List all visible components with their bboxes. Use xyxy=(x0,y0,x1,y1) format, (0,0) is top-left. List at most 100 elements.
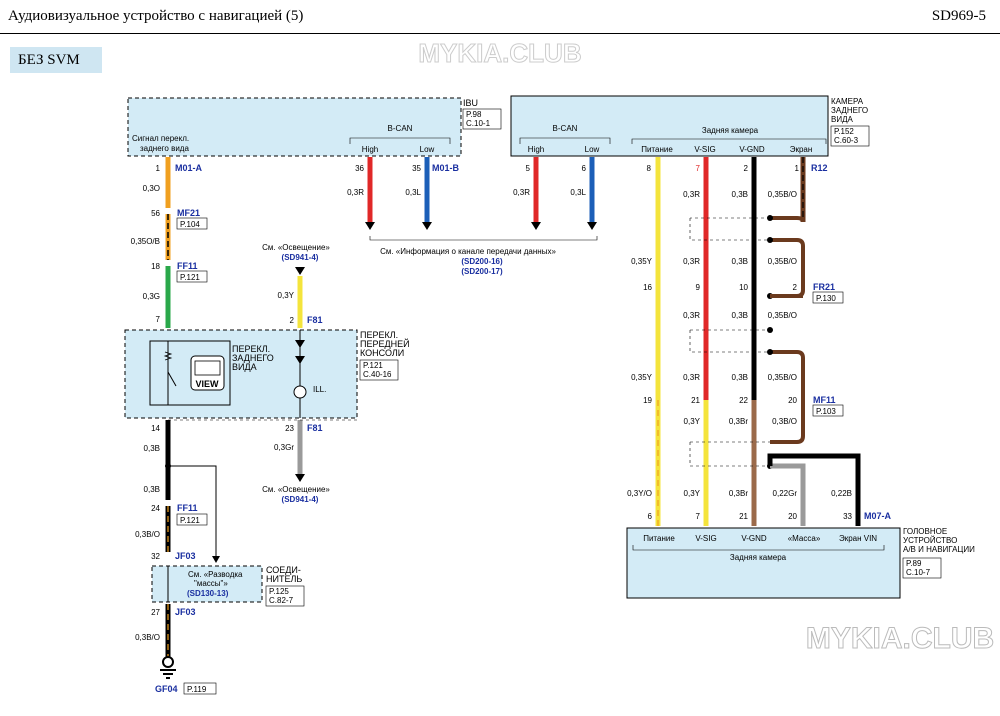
head-unit-ref-page: P.89 xyxy=(906,559,922,568)
joint-see-2: "массы"» xyxy=(194,579,228,588)
mf21-ref: P.104 xyxy=(180,220,200,229)
pin-1: 1 xyxy=(156,164,161,173)
camera-group-bracket xyxy=(631,138,827,144)
lighting-arrow-bottom xyxy=(295,474,305,482)
connector-jf03-b: JF03 xyxy=(175,607,196,617)
screen-loop-2 xyxy=(770,238,805,290)
screen-loop-1 xyxy=(770,216,805,223)
head-pin-21: 21 xyxy=(739,512,748,521)
pin-21: 21 xyxy=(691,396,700,405)
camera-icon xyxy=(194,360,221,376)
camera-ref-conn: C.60-3 xyxy=(834,136,859,145)
wire-0-35bo-1: 0,35B/O xyxy=(768,257,797,266)
ibu-bcan: B-CAN xyxy=(388,124,413,133)
splice-arrow xyxy=(212,556,220,563)
variant-label: БЕЗ SVM xyxy=(10,47,102,73)
connector-f81-a: F81 xyxy=(307,315,323,325)
connector-r12: R12 xyxy=(811,163,828,173)
arrow-blue-ibu xyxy=(422,222,432,230)
connector-mf11: MF11 xyxy=(813,395,836,405)
pin-22: 22 xyxy=(739,396,748,405)
wire-0-3l-ibu: 0,3L xyxy=(405,188,421,197)
camera-group-label: Задняя камера xyxy=(702,126,759,135)
data-link-see: См. «Информация о канале передачи данных… xyxy=(380,247,556,256)
ibu-name: IBU xyxy=(463,98,478,108)
console-ref-page: P.121 xyxy=(363,361,383,370)
ground-name: GF04 xyxy=(155,684,178,694)
wire-0-35bo-3: 0,35B/O xyxy=(768,373,797,382)
pin-2-fr21: 2 xyxy=(793,283,798,292)
connector-f81-b: F81 xyxy=(307,423,323,433)
pin-32: 32 xyxy=(151,552,160,561)
head-group-bracket xyxy=(632,545,885,551)
switch-name-2: ЗАДНЕГО xyxy=(232,353,274,363)
pin-18: 18 xyxy=(151,262,160,271)
camera-pin-vsig: V-SIG xyxy=(694,145,715,154)
console-name: ПЕРЕКЛ. xyxy=(360,330,398,340)
pin-27: 27 xyxy=(151,608,160,617)
joint-see-ref: (SD130-13) xyxy=(187,589,229,598)
connector-jf03-a: JF03 xyxy=(175,551,196,561)
joint-ref-box xyxy=(265,585,305,607)
ibu-low: Low xyxy=(420,145,435,154)
header-divider xyxy=(0,33,1000,34)
shield-dash-1 xyxy=(689,218,770,241)
head-pin-20: 20 xyxy=(788,512,797,521)
head-pin-power: Питание xyxy=(643,534,675,543)
rear-view-switch xyxy=(149,340,231,406)
connector-m01b: M01-B xyxy=(432,163,460,173)
camera-pin-7: 7 xyxy=(696,164,701,173)
wire-0-3b-2: 0,3B xyxy=(144,485,160,494)
head-unit-name-2: УСТРОЙСТВО xyxy=(903,536,957,545)
pin-20: 20 xyxy=(788,396,797,405)
head-unit-name: ГОЛОВНОЕ xyxy=(903,527,947,536)
ff11b-ref-box xyxy=(176,513,208,526)
arrow-blue-camera xyxy=(587,222,597,230)
ibu-ref-box xyxy=(462,108,502,130)
joint-ref-page: P.125 xyxy=(269,587,289,596)
pin-35: 35 xyxy=(412,164,421,173)
wire-0-3o: 0,3O xyxy=(143,184,160,193)
ill-label: ILL. xyxy=(313,385,326,394)
wire-0-3r-4: 0,3R xyxy=(683,311,700,320)
console-ref-conn: C.40-16 xyxy=(363,370,392,379)
shield-dash-4 xyxy=(689,441,770,467)
console-switch-box xyxy=(124,329,358,419)
shield-dash-3 xyxy=(689,329,770,353)
camera-high: High xyxy=(528,145,544,154)
wire-0-3bo-2: 0,3B/O xyxy=(135,633,160,642)
arrow-red-camera xyxy=(531,222,541,230)
ground-ref: P.119 xyxy=(187,685,207,694)
diode-1 xyxy=(295,340,305,348)
pin-9: 9 xyxy=(696,283,701,292)
wire-0-22gr: 0,22Gr xyxy=(773,489,798,498)
connector-fr21: FR21 xyxy=(813,282,835,292)
arrow-red-ibu xyxy=(365,222,375,230)
pin-24: 24 xyxy=(151,504,160,513)
joint-connector-box xyxy=(151,565,263,603)
pin-7: 7 xyxy=(156,315,161,324)
head-pin-screen: Экран VIN xyxy=(839,534,877,543)
data-link-ref-1: (SD200-16) xyxy=(461,257,503,266)
ibu-high: High xyxy=(362,145,378,154)
wire-0-35y-1: 0,35Y xyxy=(631,257,653,266)
mf11-ref: P.103 xyxy=(816,407,836,416)
camera-bcan-bracket xyxy=(519,137,611,144)
connector-ff11-a: FF11 xyxy=(177,261,198,271)
ibu-box xyxy=(127,97,462,157)
console-ref-box xyxy=(359,359,399,381)
pin-2-console: 2 xyxy=(290,316,295,325)
switch-name-3: ВИДА xyxy=(232,362,257,372)
watermark-bottom: MYKIA.CLUB xyxy=(806,622,994,655)
head-unit-box xyxy=(626,527,901,599)
wire-0-3y-3: 0,3Y xyxy=(684,489,701,498)
wire-0-3r-top: 0,3R xyxy=(683,190,700,199)
ibu-signal-label-2: заднего вида xyxy=(140,144,189,153)
head-unit-name-3: А/В И НАВИГАЦИИ xyxy=(903,545,975,554)
view-button xyxy=(190,355,225,391)
joint-see: См. «Разводка xyxy=(188,570,243,579)
wire-0-3b-4: 0,3B xyxy=(732,311,748,320)
pin-14: 14 xyxy=(151,424,160,433)
connector-mf21: MF21 xyxy=(177,208,200,218)
